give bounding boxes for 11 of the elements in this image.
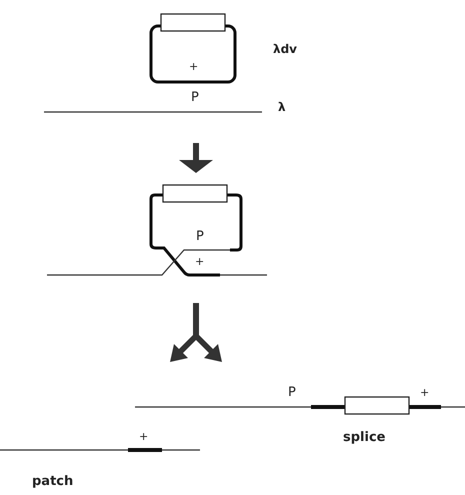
marker-label: + (195, 256, 204, 267)
promoter-label: P (288, 386, 296, 399)
marker-label: + (420, 387, 430, 398)
promoter-label: P (191, 91, 199, 104)
marker-label: + (189, 61, 198, 72)
product-label: patch (32, 475, 74, 488)
plasmid-label: λdv (273, 43, 298, 55)
phage-label: λ (278, 101, 286, 113)
product-label: splice (343, 431, 386, 444)
marker-label: + (139, 431, 148, 442)
promoter-label: P (196, 230, 204, 243)
